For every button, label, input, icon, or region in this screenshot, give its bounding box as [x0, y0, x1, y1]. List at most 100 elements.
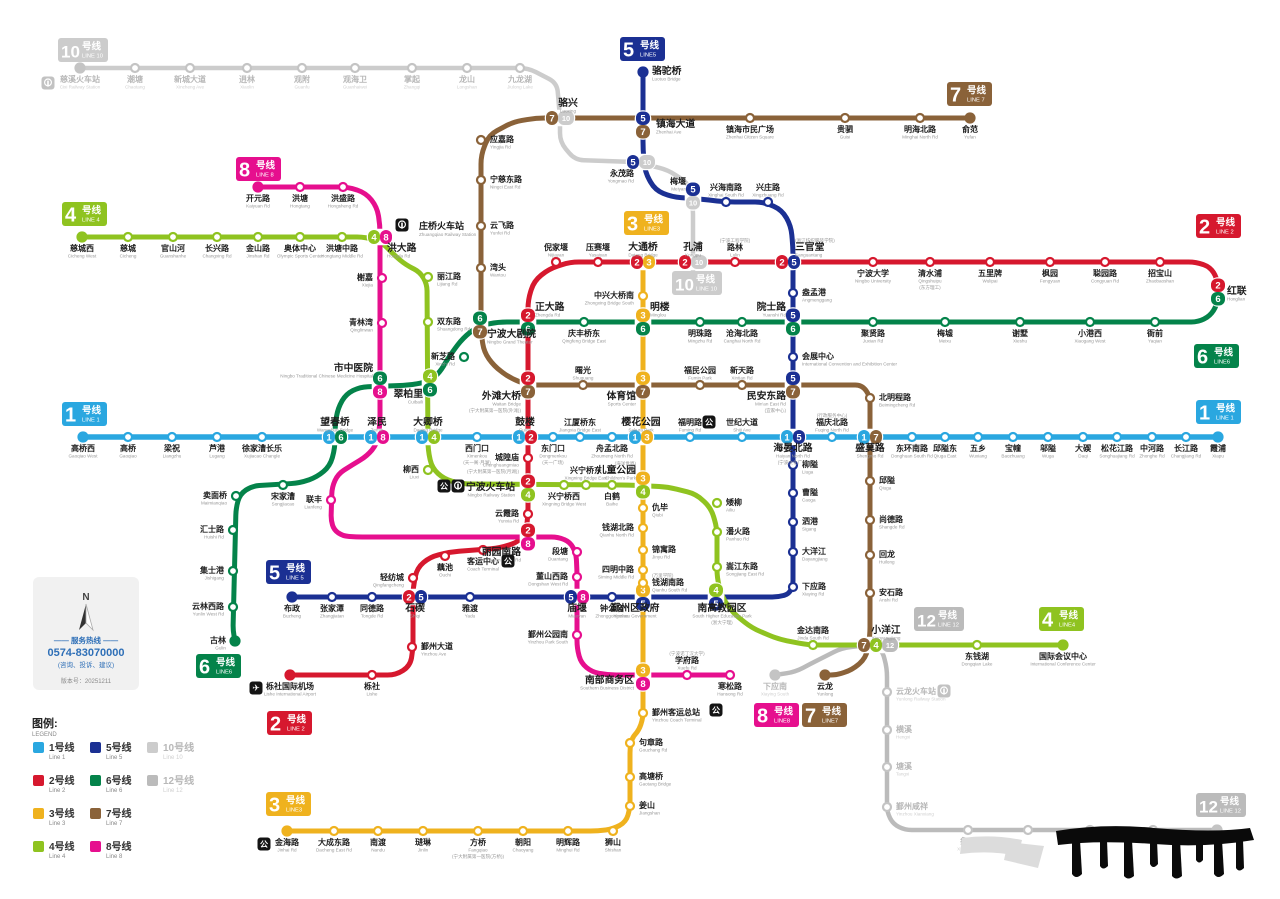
- station-name-cn: 栎社国际机场: [266, 681, 314, 691]
- station-name-cn: 明海北路: [904, 124, 937, 134]
- station-dot: [1099, 256, 1111, 268]
- badge-number: 1: [861, 432, 867, 443]
- station-name-cn: 柳隘: [802, 459, 818, 469]
- station-name-cn: 金达南路: [796, 625, 830, 635]
- line-label-box: [266, 792, 311, 816]
- station-name-en: Angmenggang: [802, 298, 832, 303]
- badge-cell: [373, 385, 387, 399]
- station-name-cn: 回龙: [879, 549, 895, 559]
- station-dot: [475, 134, 487, 146]
- station-name-cn: 压赛堰: [586, 242, 610, 252]
- station-name-en: Hengxi: [896, 735, 910, 740]
- station-name-cn: 城隍庙: [495, 452, 519, 462]
- bus-icon-bg: [709, 703, 723, 717]
- hotline-title: —— 服务热线 ——: [54, 635, 119, 645]
- station-name-en: Jiangshan: [639, 811, 660, 816]
- legend-swatch: [33, 841, 44, 852]
- station-dot: [807, 639, 819, 651]
- line-label-cn: 号线: [644, 214, 664, 226]
- station-dot: [637, 564, 649, 576]
- line-label-box: [62, 202, 107, 226]
- badge-cell: [786, 308, 800, 322]
- station-name-cn: 高桥: [120, 443, 137, 453]
- censor-mark: [1172, 840, 1182, 879]
- station-dot: [227, 565, 239, 577]
- station-name-cn: 霞浦: [1210, 443, 1226, 453]
- station-name-cn: 国际会议中心: [1039, 651, 1087, 661]
- station-name-cn: 孔浦: [683, 240, 703, 253]
- station-dot: [574, 431, 586, 443]
- badge-number: 8: [383, 232, 388, 243]
- line-label-box: [947, 82, 992, 106]
- station-name-cn: 董山西路: [536, 571, 569, 581]
- station-name-en: Xingning Bridge East: [565, 476, 609, 481]
- badge-cell: [643, 255, 655, 269]
- station-name-cn: 红联: [1227, 284, 1247, 297]
- badge-cell: [679, 255, 691, 269]
- legend-item-en: Line 3: [49, 821, 66, 827]
- badge-cell: [882, 638, 898, 652]
- station-name-en: Qiubi: [652, 513, 663, 518]
- badge-number: 2: [528, 432, 533, 443]
- badge-cell: [521, 308, 535, 322]
- station-name-en: Sports Center: [608, 402, 637, 407]
- line-label-cn: 号线: [774, 706, 794, 718]
- station-name-en: Minghai North Rd: [902, 135, 938, 140]
- station-name-en: Lijiang Rd: [437, 282, 458, 287]
- station-name-cn: 集士港: [199, 565, 225, 575]
- station-name-en: Gouzhang Rd: [639, 748, 668, 753]
- badge-number: 4: [525, 490, 531, 501]
- station-name-cn: 东钱湖: [965, 651, 989, 661]
- station-name-cn: 宋家漕: [270, 491, 295, 501]
- station-dot: [471, 431, 483, 443]
- badge-cell: [686, 182, 700, 196]
- station-name-cn: 金海路: [274, 837, 300, 847]
- badge-number: 2: [634, 257, 639, 268]
- station-name-cn: 聚贤路: [860, 328, 886, 338]
- hotline-phone: 0574-83070000: [47, 647, 124, 659]
- station-name-en: Jinhai Rd: [277, 848, 297, 853]
- line-label-cn: 号线: [822, 706, 842, 718]
- station-name-cn: 洪盛路: [331, 193, 356, 203]
- badge-cell: [521, 523, 535, 537]
- station-name-en: Guanhaiwei: [343, 85, 367, 90]
- station-dot: [211, 431, 223, 443]
- station-name-en: Yongmao Rd: [608, 179, 635, 184]
- station-name-cn: 衙前: [1146, 328, 1163, 338]
- badge-cell: [403, 590, 415, 604]
- station-name-en: Canghai North Rd: [724, 339, 761, 344]
- station-name-en: Shishan: [605, 848, 622, 853]
- station-dot: [637, 522, 649, 534]
- badge-cell: [709, 583, 723, 597]
- station-name-en: Daqing Bridge: [413, 428, 443, 433]
- station-name-cn: 外滩大桥: [481, 389, 521, 402]
- badge-number: 10: [562, 114, 570, 123]
- station-name-cn: 大洋江: [802, 546, 826, 556]
- station-name-en: Hongtang Middle Rd: [321, 254, 363, 259]
- annotation-cn: 庄桥火车站: [419, 220, 464, 231]
- station-name-en: Shuguang: [573, 376, 594, 381]
